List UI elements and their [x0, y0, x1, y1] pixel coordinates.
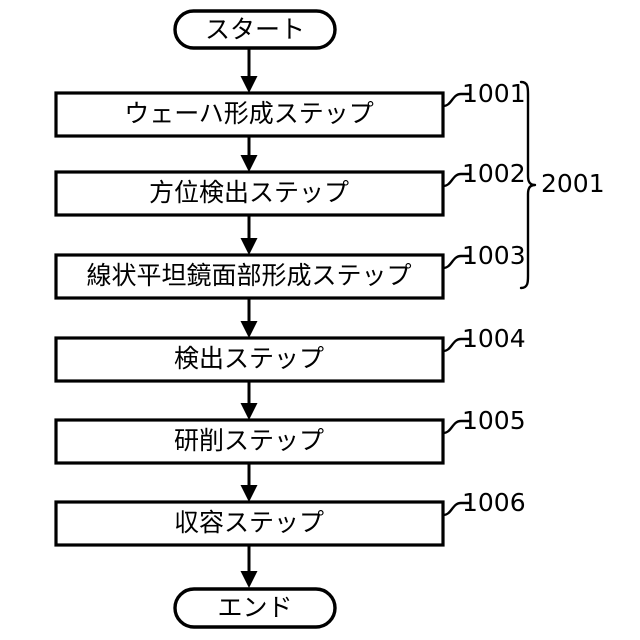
- step-1-label: ウェーハ形成ステップ: [124, 99, 374, 128]
- leader-step-2: [441, 172, 472, 188]
- ref-label-1001: 1001: [462, 79, 526, 108]
- ref-label-1004: 1004: [462, 324, 526, 353]
- connector-step-4-to-step-5: [240, 381, 258, 420]
- step-1-shape: [54, 91, 445, 138]
- leader-step-6: [441, 501, 472, 517]
- connector-start-to-step-1: [240, 48, 258, 93]
- step-6-label: 収容ステップ: [174, 508, 324, 537]
- connector-step-6-to-end: [240, 545, 258, 588]
- leader-step-5: [441, 419, 472, 435]
- connector-step-1-to-step-2: [240, 136, 258, 172]
- node-step-5[interactable]: 研削ステップ: [54, 418, 445, 465]
- node-end[interactable]: エンド: [173, 587, 337, 629]
- connector-step-2-to-step-3: [240, 215, 258, 255]
- start-shape: [173, 9, 337, 50]
- node-step-1[interactable]: ウェーハ形成ステップ: [54, 91, 445, 138]
- group-ref-label-2001: 2001: [541, 169, 605, 198]
- group-brace-2001: [519, 80, 537, 290]
- leader-step-4: [441, 337, 472, 353]
- step-3-shape: [54, 253, 445, 300]
- step-4-shape: [54, 336, 445, 383]
- step-2-label: 方位検出ステップ: [149, 178, 349, 207]
- step-3-label: 線状平坦鏡面部形成ステップ: [86, 261, 411, 290]
- step-4-label: 検出ステップ: [174, 344, 324, 373]
- start-label: スタート: [205, 15, 305, 44]
- connector-step-5-to-step-6: [240, 463, 258, 502]
- node-step-3[interactable]: 線状平坦鏡面部形成ステップ: [54, 253, 445, 300]
- ref-label-1005: 1005: [462, 406, 526, 435]
- leader-step-1: [441, 92, 472, 108]
- node-step-2[interactable]: 方位検出ステップ: [54, 170, 445, 217]
- end-shape: [173, 587, 337, 629]
- ref-label-1006: 1006: [462, 488, 526, 517]
- step-5-shape: [54, 418, 445, 465]
- node-step-6[interactable]: 収容ステップ: [54, 500, 445, 547]
- step-2-shape: [54, 170, 445, 217]
- ref-label-1002: 1002: [462, 159, 526, 188]
- node-step-4[interactable]: 検出ステップ: [54, 336, 445, 383]
- step-5-label: 研削ステップ: [174, 426, 324, 455]
- connector-step-3-to-step-4: [240, 298, 258, 338]
- ref-label-1003: 1003: [462, 241, 526, 270]
- leader-step-3: [441, 254, 472, 270]
- node-start[interactable]: スタート: [173, 9, 337, 50]
- end-label: エンド: [217, 593, 292, 622]
